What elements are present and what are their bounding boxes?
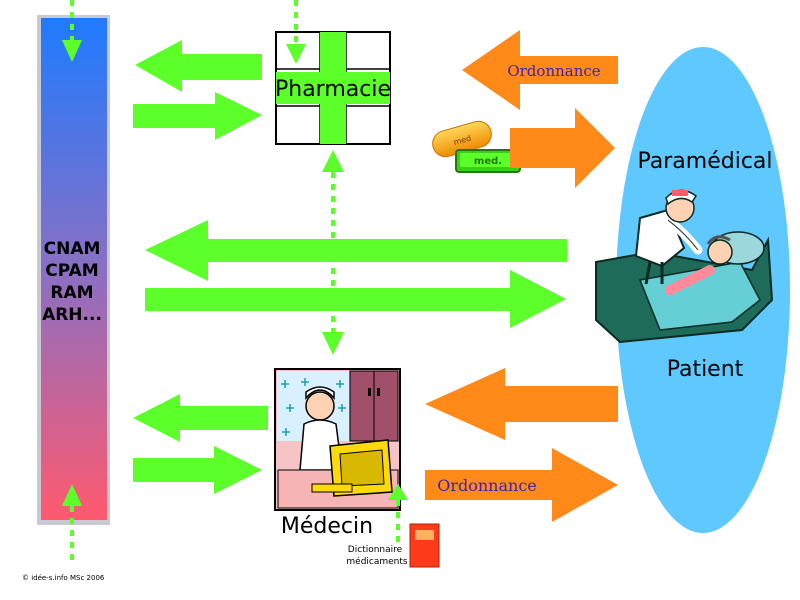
bar-top-dotted-arrow (62, 0, 82, 62)
arrow-bar-to-patient (145, 270, 566, 328)
dictionnaire-line1: Dictionnaire (348, 545, 403, 555)
book-icon (409, 523, 440, 568)
arrow-pills-to-paramedical (510, 108, 615, 188)
bar-bottom-dotted-arrow (62, 484, 82, 560)
pills-icon: med med. (432, 120, 521, 173)
pharmacie-top-dotted-arrow (286, 0, 306, 64)
bar-label-cpam: CPAM (45, 261, 98, 281)
doctor-computer-icon (274, 368, 401, 511)
arrow-patient-to-bar (145, 220, 567, 281)
nurse-patient-icon (595, 189, 774, 344)
bar-label-arh: ARH... (42, 305, 102, 325)
pharmacie-label: Pharmacie (275, 77, 391, 102)
arrow-pharmacie-to-bar (135, 40, 262, 92)
dictionnaire-line2: médicaments (346, 556, 408, 567)
arrow-patient-to-medecin (425, 368, 618, 440)
arrow-medecin-to-bar (133, 394, 268, 442)
ordonnance-top-label: Ordonnance (507, 62, 600, 80)
bar-label-cnam: CNAM (44, 239, 101, 259)
medecin-label: Médecin (281, 514, 373, 539)
ordonnance-bottom-arrow: Ordonnance (425, 448, 618, 522)
tablet-label: med. (474, 156, 502, 167)
arrow-bar-to-medecin (133, 446, 262, 494)
ordonnance-top-arrow: Ordonnance (462, 30, 618, 110)
arrow-bar-to-pharmacie (133, 92, 262, 140)
pharmacy-cross-icon (276, 32, 390, 144)
ordonnance-bottom-label: Ordonnance (437, 476, 537, 495)
patient-label: Patient (667, 357, 744, 382)
bar-label-ram: RAM (50, 283, 93, 303)
dictionnaire-dotted-arrow (388, 484, 408, 542)
copyright-label: © idée-s.info MSc 2006 (22, 574, 105, 582)
paramedical-label: Paramédical (637, 149, 772, 174)
organisations-bar: CNAM CPAM RAM ARH... (37, 15, 110, 525)
